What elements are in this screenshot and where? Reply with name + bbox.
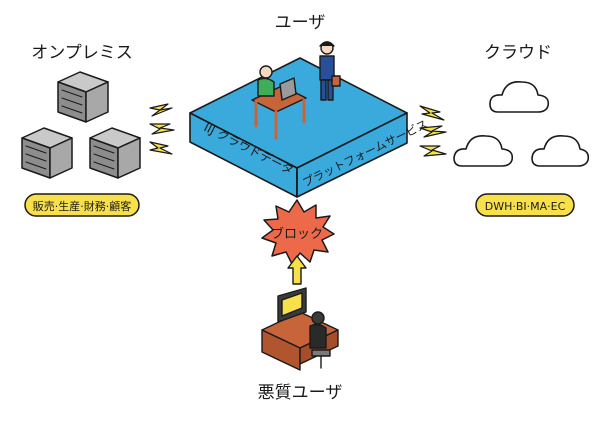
cloud-title: クラウド bbox=[484, 43, 552, 63]
cloud-icon bbox=[453, 80, 590, 167]
cloud-badge bbox=[475, 193, 575, 217]
block-label: ブロック bbox=[271, 226, 323, 242]
onpremise-badge bbox=[24, 193, 140, 217]
malicious-user-icon bbox=[261, 287, 339, 371]
user-at-desk-icon bbox=[251, 65, 307, 140]
standing-user-icon bbox=[319, 41, 341, 101]
server-icon bbox=[57, 71, 109, 123]
malicious-user-title: 悪質ユーザ bbox=[258, 383, 343, 403]
cloud-badge-text: DWH·BI·MA·EC bbox=[485, 200, 566, 213]
onpremise-badge-text: 販売·生産·財務·顧客 bbox=[33, 199, 132, 213]
block-burst-icon bbox=[261, 199, 335, 265]
user-title: ユーザ bbox=[275, 13, 326, 33]
platform bbox=[189, 57, 408, 198]
onpremise-title: オンプレミス bbox=[31, 43, 133, 63]
lightning-icon bbox=[419, 105, 447, 157]
arrow-up-icon bbox=[287, 255, 307, 285]
server-icon bbox=[89, 127, 141, 179]
server-icon bbox=[21, 127, 73, 179]
lightning-icon bbox=[149, 103, 175, 155]
